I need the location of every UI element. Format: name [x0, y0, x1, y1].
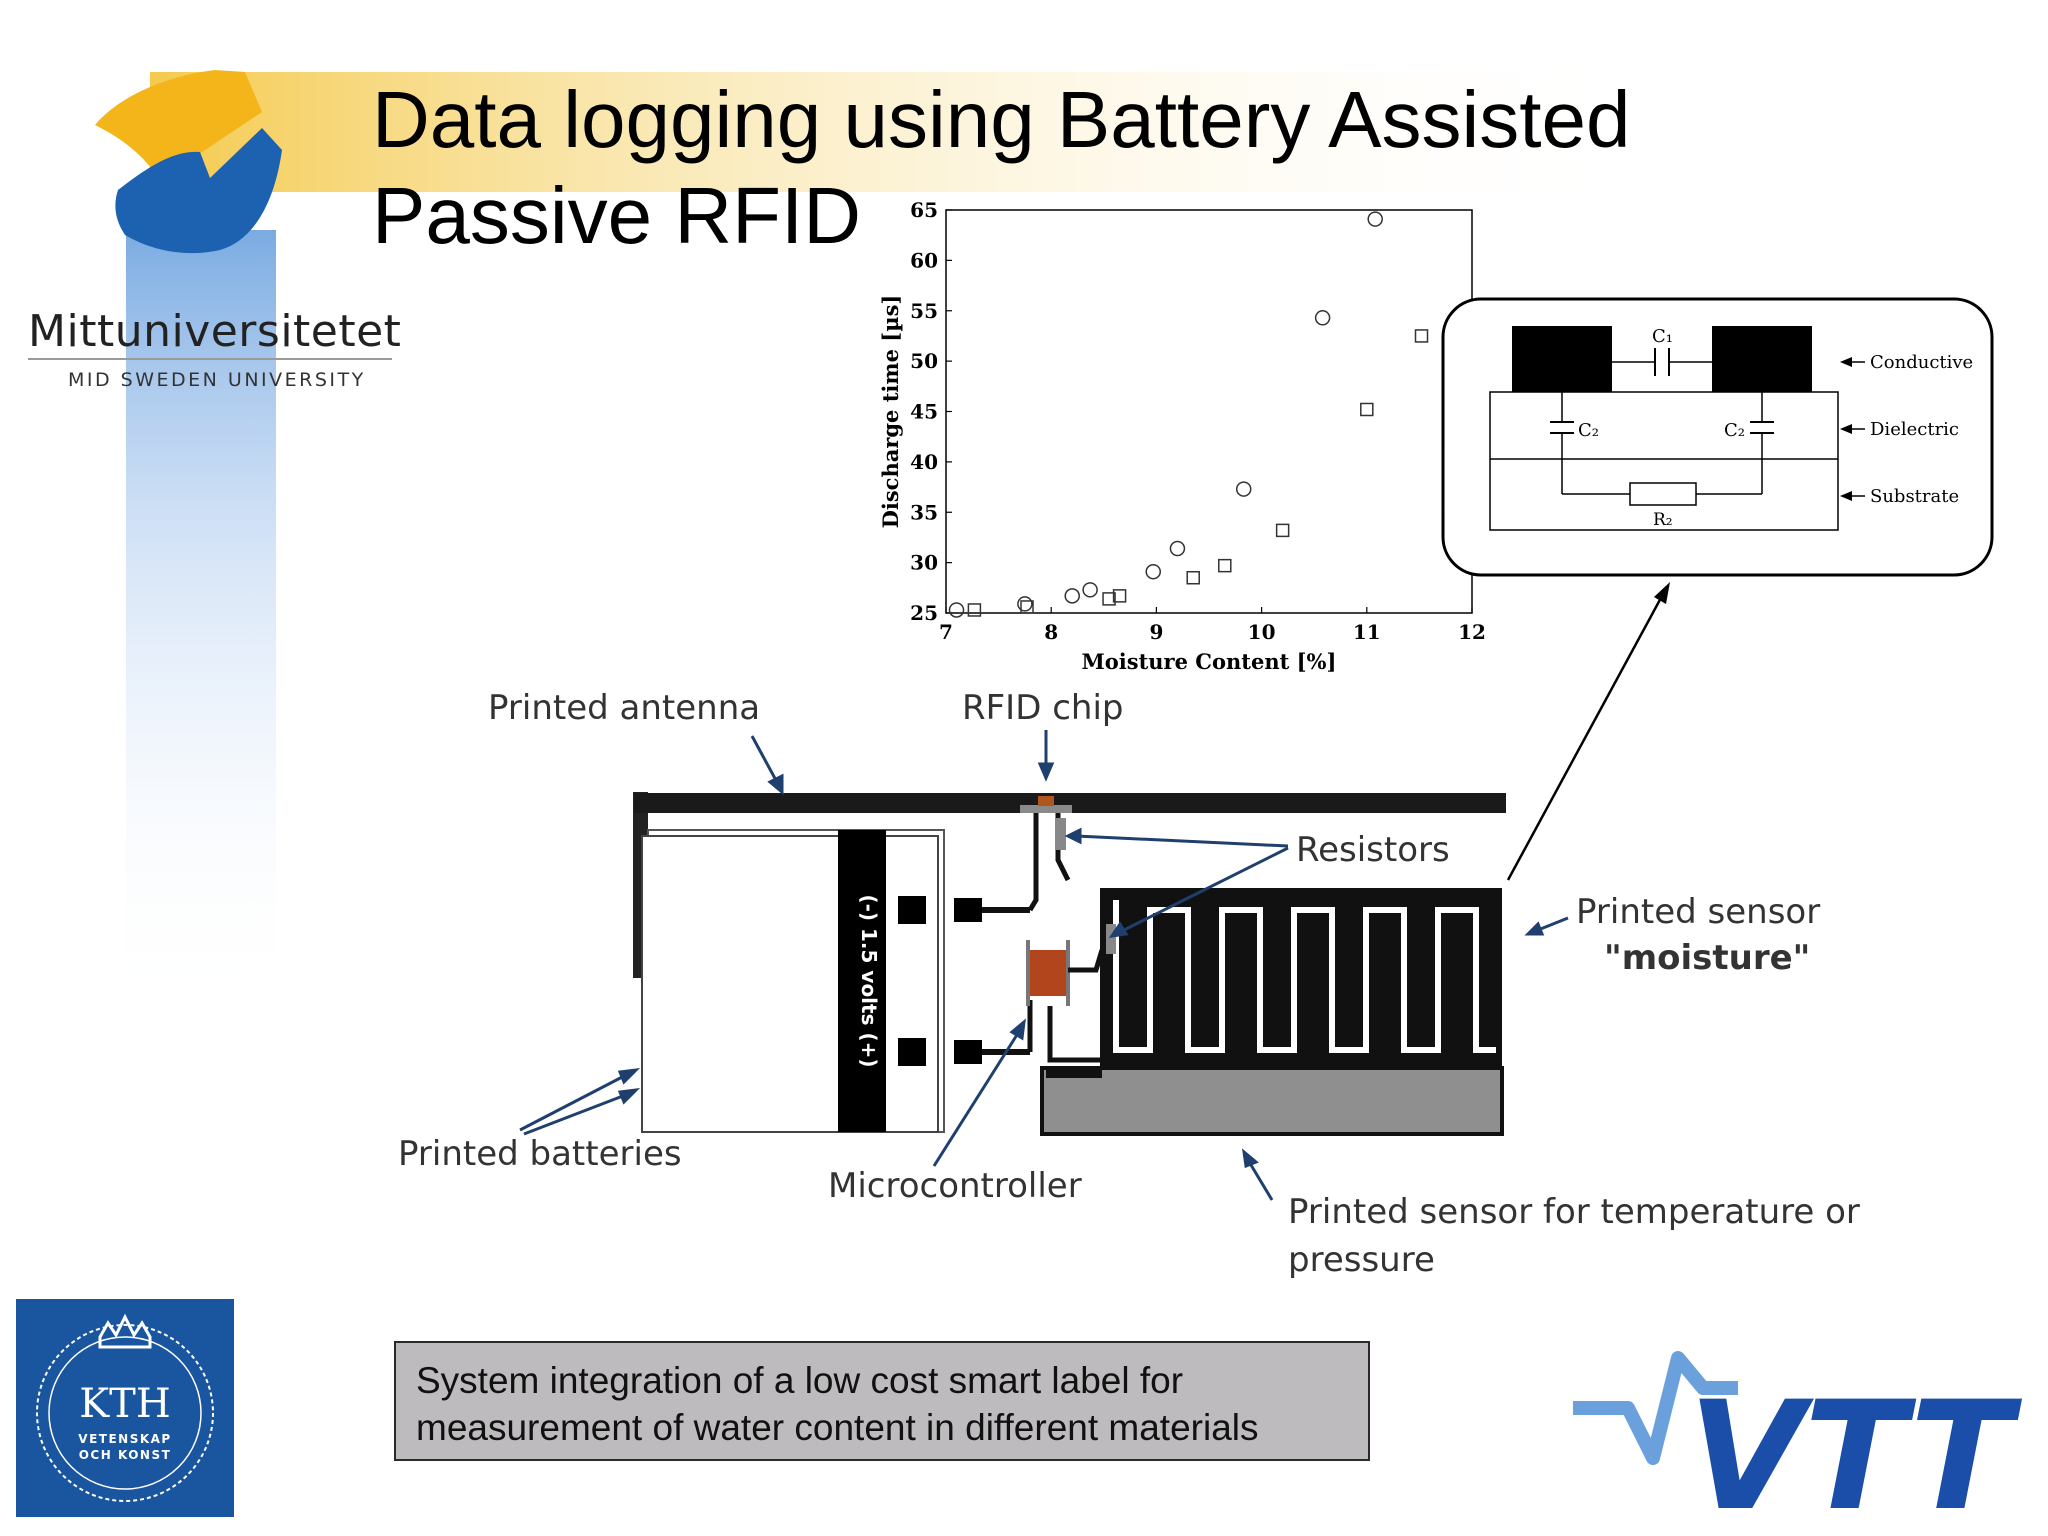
- data-point-square: [1102, 592, 1116, 606]
- slide-title: Data logging using Battery Assisted Pass…: [372, 72, 1772, 264]
- label-resistors: Resistors: [1296, 830, 1450, 870]
- y-tick-label: 35: [910, 500, 938, 524]
- layer-label-dielectric: Dielectric: [1870, 419, 1959, 440]
- title-line-1: Data logging using Battery Assisted: [372, 75, 1631, 164]
- y-tick-label: 60: [910, 248, 938, 272]
- data-point-circle: [1367, 211, 1383, 227]
- label-microcontroller: Microcontroller: [828, 1166, 1082, 1206]
- data-point-square: [1186, 570, 1200, 585]
- vtt-text: VTT: [1688, 1370, 2023, 1536]
- y-tick-label: 40: [910, 450, 938, 474]
- data-point-square: [967, 603, 982, 617]
- data-point-square: [1360, 402, 1374, 417]
- conductive-electrode-left: [1512, 326, 1612, 392]
- label-printed-batteries: Printed batteries: [398, 1134, 682, 1174]
- moisture-sensor: [1100, 888, 1502, 1068]
- y-tick-label: 65: [910, 198, 938, 222]
- data-point-square: [1020, 600, 1034, 614]
- kth-logo: KTH VETENSKAP OCH KONST: [16, 1299, 234, 1517]
- x-tick-label: 12: [1458, 620, 1486, 644]
- callout-arrows: [519, 730, 1569, 1201]
- battery-terminal-top: [898, 896, 926, 924]
- c2-left-label: C₂: [1578, 420, 1599, 441]
- layer-stack: [1489, 391, 1839, 531]
- x-axis-label: Moisture Content [%]: [1082, 649, 1337, 674]
- y-tick-label: 25: [910, 601, 938, 625]
- printed-antenna-trace: [634, 793, 1506, 813]
- x-tick-label: 11: [1353, 620, 1381, 644]
- data-point-circle: [1017, 596, 1033, 612]
- c2-right-label: C₂: [1724, 420, 1745, 441]
- c1-label: C₁: [1652, 326, 1673, 347]
- x-tick-label: 9: [1149, 620, 1163, 644]
- y-tick-label: 55: [910, 299, 938, 323]
- kth-sub1: VETENSKAP: [78, 1432, 171, 1446]
- arrow-dielectric: [1840, 424, 1852, 434]
- layer-label-substrate: Substrate: [1870, 486, 1959, 507]
- university-subtitle: MID SWEDEN UNIVERSITY: [68, 369, 366, 391]
- battery-voltage-label: (-) 1.5 volts (+): [857, 894, 881, 1067]
- data-point-circle: [1145, 563, 1161, 580]
- data-point-square: [1414, 329, 1429, 343]
- data-point-square: [1275, 523, 1290, 538]
- y-tick-label: 30: [910, 551, 938, 575]
- data-point-square: [1112, 589, 1127, 603]
- university-divider: [28, 358, 392, 360]
- y-tick-label: 45: [910, 400, 938, 424]
- capacitance-circuit-inset: C₁ C₂ C₂ R₂ Conductive Dielectric Substr…: [1441, 297, 1994, 577]
- resistor-top: [1056, 818, 1066, 850]
- x-tick-label: 10: [1248, 620, 1276, 644]
- x-tick-label: 8: [1044, 620, 1058, 644]
- battery-label-strip: [838, 830, 886, 1132]
- resistor-sensor: [1106, 924, 1116, 954]
- arrow-substrate: [1840, 491, 1852, 501]
- label-temp-sensor-line1: Printed sensor for temperature or: [1288, 1192, 1860, 1232]
- y-tick-label: 50: [910, 349, 938, 373]
- microcontroller-chip: [1028, 950, 1068, 996]
- kth-wreath: [36, 1324, 214, 1502]
- caption-line-2: measurement of water content in differen…: [416, 1407, 1259, 1448]
- title-line-2: Passive RFID: [372, 171, 861, 260]
- layer-label-conductive: Conductive: [1870, 352, 1973, 373]
- data-point-circle: [1169, 540, 1186, 557]
- vtt-logo: VTT: [1573, 1351, 2023, 1536]
- label-printed-sensor: Printed sensor: [1576, 892, 1821, 932]
- battery-terminal-bottom: [898, 1038, 926, 1066]
- rfid-chip: [1020, 805, 1072, 813]
- temperature-pressure-sensor: [1040, 1066, 1504, 1136]
- data-point-circle: [1235, 481, 1252, 497]
- data-point-circle: [948, 602, 965, 618]
- label-rfid-chip: RFID chip: [962, 688, 1124, 728]
- data-point-circle: [1082, 582, 1098, 598]
- label-temp-sensor-line2: pressure: [1288, 1240, 1435, 1280]
- caption-box: System integration of a low cost smart l…: [394, 1341, 1370, 1461]
- r2-label: R₂: [1653, 510, 1673, 530]
- battery-contact-bottom: [954, 1040, 982, 1064]
- vtt-pulse-icon: [1573, 1351, 1738, 1465]
- data-point-circle: [1064, 588, 1080, 604]
- label-printed-antenna: Printed antenna: [488, 688, 761, 728]
- label-moisture: "moisture": [1604, 938, 1811, 978]
- x-tick-label: 7: [939, 620, 953, 644]
- data-point-circle: [1314, 310, 1331, 326]
- battery-contact-top: [954, 898, 982, 922]
- conductive-electrode-right: [1712, 326, 1812, 392]
- data-point-square: [1218, 558, 1232, 573]
- caption-line-1: System integration of a low cost smart l…: [416, 1360, 1184, 1401]
- kth-text: KTH: [79, 1381, 170, 1427]
- mittuniversitetet-logo-mark: [95, 70, 282, 254]
- kth-sub2: OCH KONST: [79, 1448, 172, 1462]
- y-axis-label: Discharge time [µs]: [878, 295, 903, 529]
- university-name: Mittuniversitetet: [28, 306, 402, 357]
- crown-icon: [98, 1313, 152, 1349]
- printed-battery: [641, 835, 939, 1133]
- arrow-conductive: [1840, 357, 1852, 367]
